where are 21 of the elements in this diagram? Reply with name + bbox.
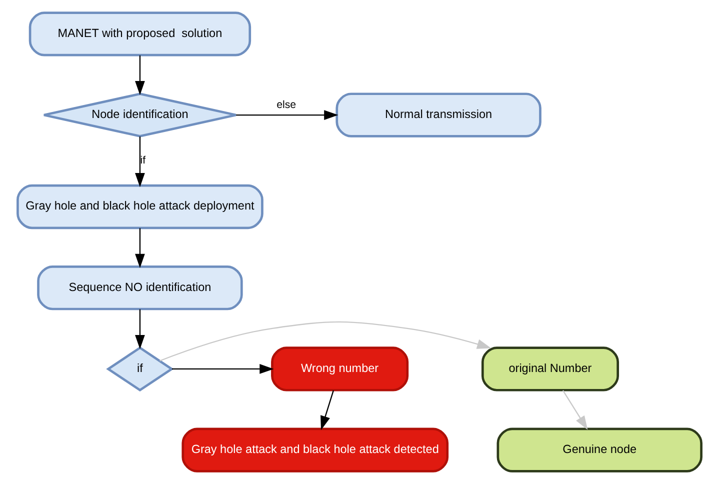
arrow xyxy=(171,364,274,374)
arrow xyxy=(134,55,144,96)
arrow xyxy=(320,390,334,430)
arrow xyxy=(134,136,144,188)
edge-label: else xyxy=(276,99,296,112)
arrow xyxy=(134,309,144,350)
arrow xyxy=(158,321,491,362)
arrow xyxy=(562,390,588,430)
node-box: MANET with proposed solution xyxy=(28,12,251,56)
node-box: Gray hole attack and black hole attack detected xyxy=(181,428,448,472)
arrow xyxy=(134,228,144,268)
node-diamond: Node identification xyxy=(42,92,237,138)
edge-label: if xyxy=(140,154,146,166)
node-box: Genuine node xyxy=(496,428,702,472)
node-box: Normal transmission xyxy=(335,92,541,138)
node-box: Sequence NO identification xyxy=(36,266,242,310)
node-box: Gray hole and black hole attack deployment xyxy=(16,184,263,230)
node-box: original Number xyxy=(480,346,618,392)
arrow xyxy=(236,110,338,120)
node-diamond: if xyxy=(106,346,174,392)
node-box: Wrong number xyxy=(270,346,408,392)
